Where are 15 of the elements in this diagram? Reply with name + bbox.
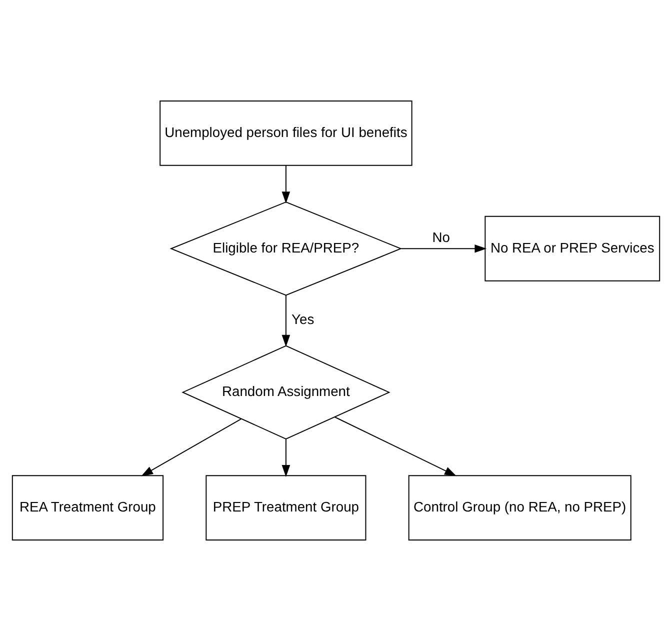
arrow [282, 164, 290, 203]
edge-label: Yes [292, 310, 314, 327]
node-box: Control Group (no REA, no PREP) [408, 474, 632, 540]
node-box: REA Treatment Group [12, 474, 164, 540]
node-diamond: Random Assignment [182, 344, 390, 439]
node-box: No REA or PREP Services [484, 215, 660, 281]
node-box: PREP Treatment Group [206, 474, 366, 540]
node-diamond: Eligible for REA/PREP? [170, 201, 402, 296]
arrow [334, 416, 457, 476]
arrow [141, 418, 242, 476]
arrow [400, 244, 487, 252]
arrow [282, 294, 290, 346]
node-box: Unemployed person files for UI benefits [160, 100, 412, 166]
edge-label: No [432, 228, 450, 244]
arrow [282, 438, 290, 476]
